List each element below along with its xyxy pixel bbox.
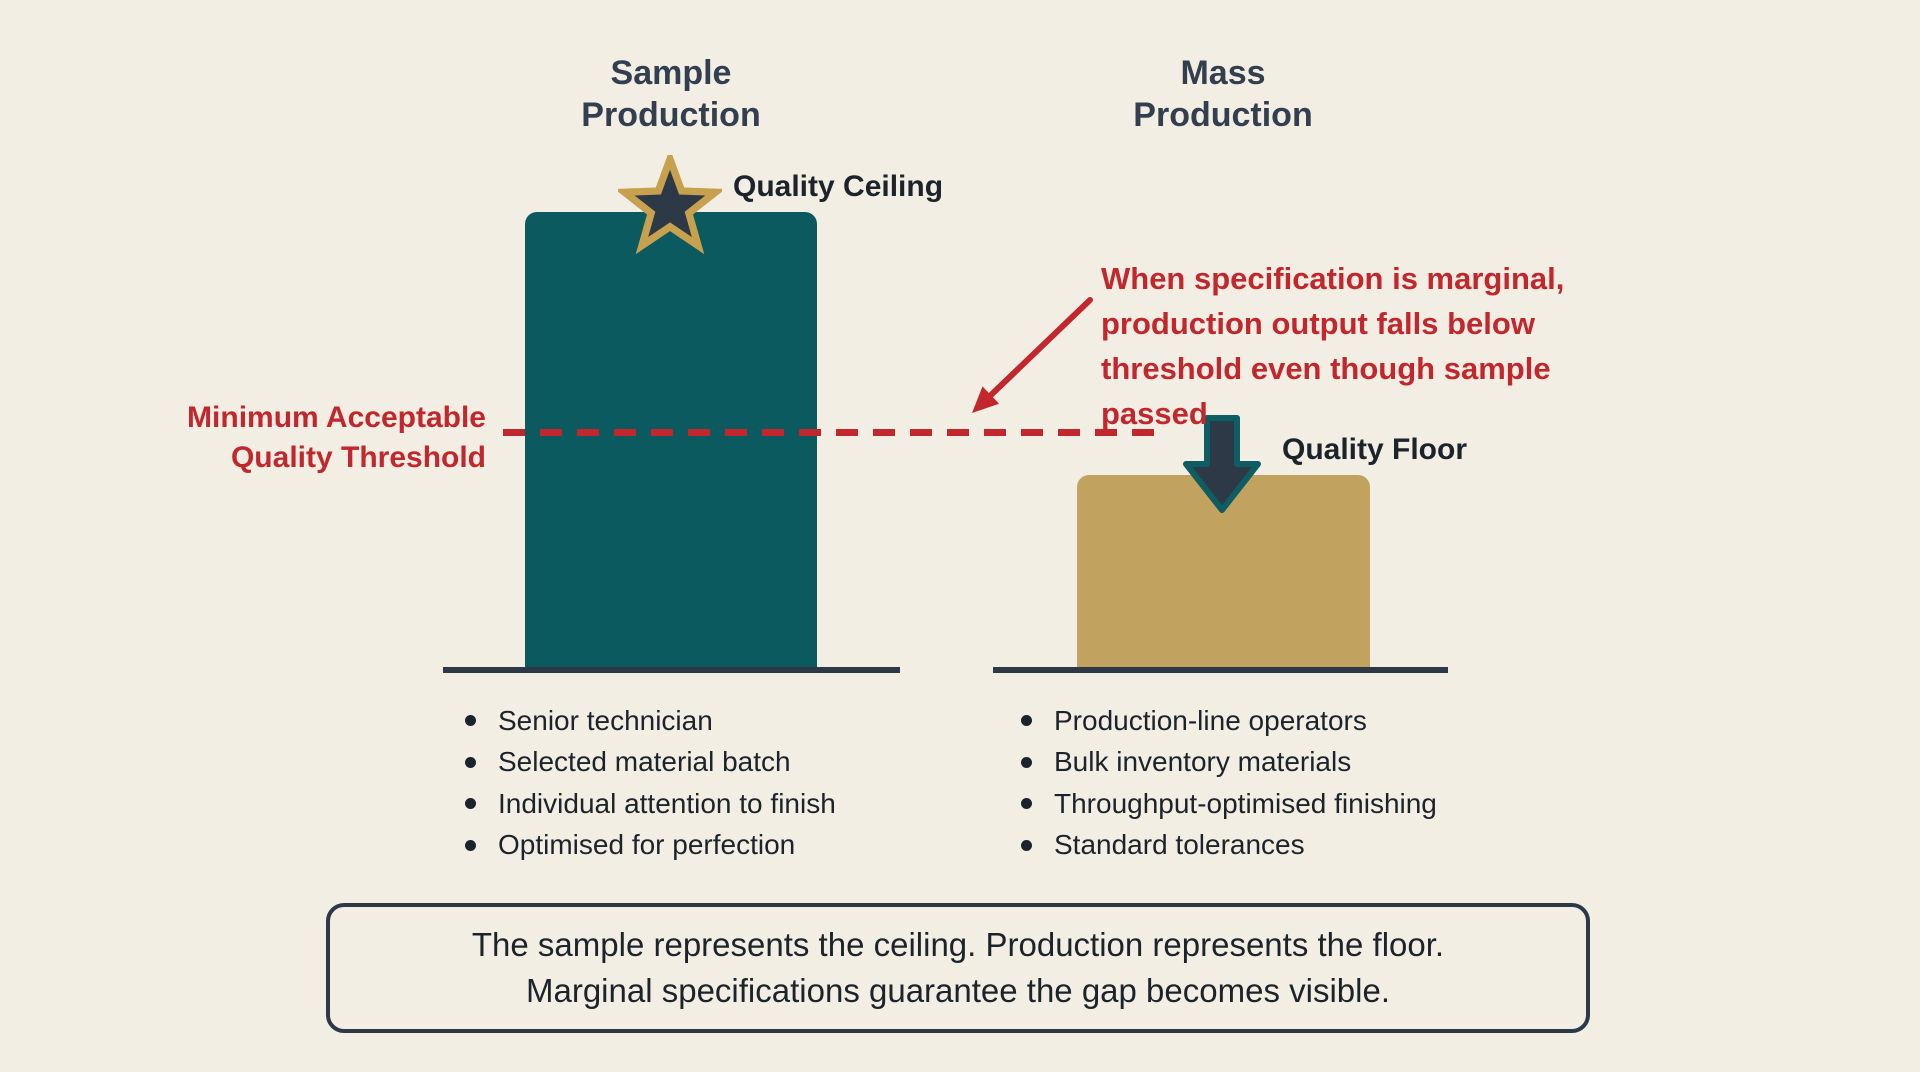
sample-title-line2: Production [581, 96, 761, 134]
bullet-dot-icon [465, 756, 476, 768]
list-item: Production-line operators [1021, 700, 1437, 742]
bullet-dot-icon [1021, 715, 1032, 727]
bullet-text: Senior technician [498, 704, 713, 736]
list-item: Bulk inventory materials [1021, 742, 1437, 784]
sample-title-line1: Sample [610, 54, 732, 92]
bullet-dot-icon [1021, 798, 1032, 810]
footer-summary-box: The sample represents the ceiling. Produ… [326, 903, 1590, 1033]
bullet-dot-icon [1021, 839, 1032, 851]
quality-ceiling-label: Quality Ceiling [733, 170, 944, 203]
bullet-dot-icon [465, 715, 476, 727]
list-item: Selected material batch [465, 742, 836, 784]
bullet-text: Standard tolerances [1054, 829, 1305, 861]
list-item: Throughput-optimised finishing [1021, 783, 1437, 825]
down-arrow-icon [1183, 415, 1261, 513]
list-item: Optimised for perfection [465, 825, 836, 867]
threshold-label-line1: Minimum Acceptable [187, 401, 486, 434]
mass-bullet-list: Production-line operators Bulk inventory… [1021, 700, 1437, 866]
mass-baseline [993, 667, 1448, 673]
bullet-text: Throughput-optimised finishing [1054, 787, 1437, 819]
footer-line-1: The sample represents the ceiling. Produ… [471, 926, 1445, 963]
annotation-line3: threshold even though sample passed [1101, 351, 1551, 431]
sample-production-title: Sample Production [521, 52, 821, 136]
bullet-dot-icon [1021, 756, 1032, 768]
threshold-label: Minimum Acceptable Quality Threshold [126, 398, 486, 478]
list-item: Individual attention to finish [465, 783, 836, 825]
star-icon [618, 155, 722, 255]
footer-line-2: Marginal specifications guarantee the ga… [526, 972, 1390, 1009]
list-item: Standard tolerances [1021, 825, 1437, 867]
sample-production-bar [525, 212, 817, 670]
mass-title-line1: Mass [1180, 54, 1266, 92]
bullet-text: Production-line operators [1054, 704, 1367, 736]
list-item: Senior technician [465, 700, 836, 742]
annotation-line1: When specification is marginal, [1101, 261, 1565, 296]
quality-floor-label: Quality Floor [1282, 433, 1468, 466]
annotation-text: When specification is marginal, producti… [1101, 256, 1661, 436]
bullet-dot-icon [465, 839, 476, 851]
bullet-text: Selected material batch [498, 746, 791, 778]
bullet-text: Optimised for perfection [498, 829, 796, 861]
threshold-dashed-line [503, 429, 1155, 436]
annotation-line2: production output falls below [1101, 306, 1535, 341]
bullet-dot-icon [465, 798, 476, 810]
mass-production-title: Mass Production [1073, 52, 1373, 136]
threshold-label-line2: Quality Threshold [230, 441, 486, 474]
sample-baseline [443, 667, 900, 673]
mass-title-line2: Production [1133, 96, 1313, 134]
bullet-text: Bulk inventory materials [1054, 746, 1352, 778]
bullet-text: Individual attention to finish [498, 787, 836, 819]
annotation-arrow-icon [972, 297, 1093, 413]
sample-bullet-list: Senior technician Selected material batc… [465, 700, 836, 866]
